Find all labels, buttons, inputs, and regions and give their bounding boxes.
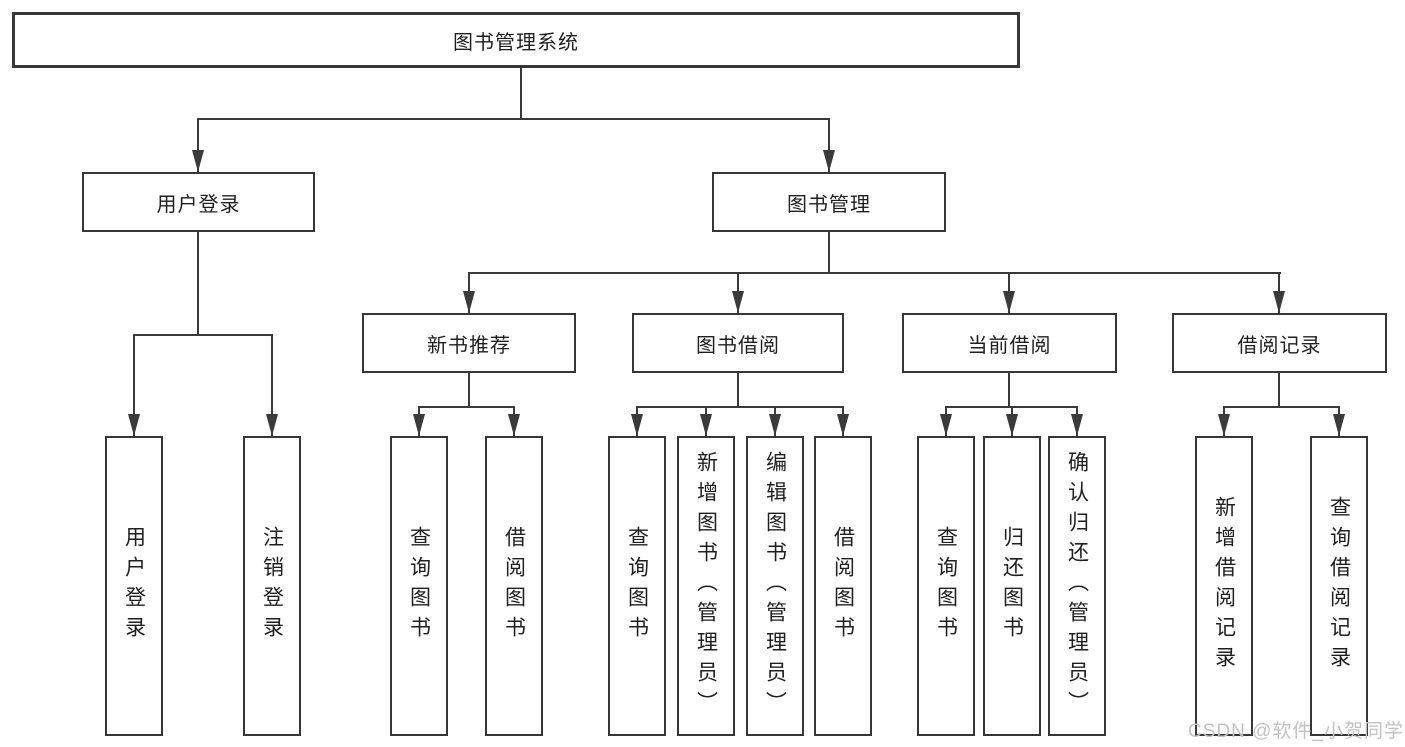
- arrowhead-down-icon: [940, 414, 952, 436]
- node-label: 当前借阅: [967, 334, 1052, 357]
- node-book-management: 图书管理: [712, 172, 946, 232]
- connector-line: [197, 118, 199, 172]
- node-new-book-recommend: 新书推荐: [362, 313, 576, 373]
- arrowhead-down-icon: [463, 291, 475, 313]
- csdn-watermark: CSDN @软件_小贺同学: [1188, 721, 1404, 742]
- leaf-query-books-recommend: 查询图书: [390, 436, 448, 736]
- arrowhead-down-icon: [837, 414, 849, 436]
- leaf-label: 借阅图书: [502, 526, 526, 646]
- node-label: 借阅记录: [1237, 334, 1322, 357]
- leaf-user-login: 用户登录: [105, 436, 163, 736]
- node-label: 用户登录: [156, 193, 241, 216]
- leaf-label: 注销登录: [260, 526, 284, 646]
- leaf-label: 新增借阅记录: [1212, 496, 1236, 676]
- leaf-borrow-books-recommend: 借阅图书: [485, 436, 543, 736]
- arrowhead-down-icon: [508, 414, 520, 436]
- connector-line: [636, 406, 844, 408]
- arrowhead-down-icon: [128, 414, 140, 436]
- arrowhead-down-icon: [192, 150, 204, 172]
- leaf-label: 查询图书: [934, 526, 958, 646]
- arrowhead-down-icon: [266, 414, 278, 436]
- leaf-confirm-return-admin: 确认归还（管理员）: [1048, 436, 1106, 736]
- arrowhead-down-icon: [769, 414, 781, 436]
- arrowhead-down-icon: [823, 150, 835, 172]
- connector-line: [737, 373, 739, 406]
- leaf-logout: 注销登录: [243, 436, 301, 736]
- arrowhead-down-icon: [631, 414, 643, 436]
- arrowhead-down-icon: [1333, 414, 1345, 436]
- leaf-query-borrow-record: 查询借阅记录: [1310, 436, 1368, 736]
- leaf-edit-book-admin: 编辑图书（管理员）: [746, 436, 804, 736]
- leaf-borrow-books: 借阅图书: [814, 436, 872, 736]
- leaf-query-books-current: 查询图书: [917, 436, 975, 736]
- arrowhead-down-icon: [700, 414, 712, 436]
- connector-line: [1008, 373, 1010, 406]
- leaf-label: 用户登录: [122, 526, 146, 646]
- leaf-label: 查询借阅记录: [1327, 496, 1351, 676]
- connector-line: [468, 373, 470, 406]
- leaf-return-books: 归还图书: [983, 436, 1041, 736]
- node-user-login: 用户登录: [82, 172, 315, 232]
- connector-line: [468, 272, 1281, 274]
- node-label: 图书管理: [787, 193, 871, 216]
- node-label: 图书借阅: [696, 334, 780, 357]
- arrowhead-down-icon: [1006, 414, 1018, 436]
- connector-line: [828, 232, 830, 272]
- leaf-add-book-admin: 新增图书（管理员）: [677, 436, 735, 736]
- node-book-borrow: 图书借阅: [632, 313, 844, 373]
- arrowhead-down-icon: [1273, 291, 1285, 313]
- arrowhead-down-icon: [1071, 414, 1083, 436]
- leaf-query-books-borrow: 查询图书: [608, 436, 666, 736]
- arrowhead-down-icon: [413, 414, 425, 436]
- arrowhead-down-icon: [1003, 291, 1015, 313]
- leaf-label: 借阅图书: [831, 526, 855, 646]
- leaf-add-borrow-record: 新增借阅记录: [1195, 436, 1253, 736]
- connector-line: [271, 334, 273, 436]
- node-label: 新书推荐: [427, 334, 511, 357]
- node-library-system: 图书管理系统: [12, 12, 1020, 68]
- connector-line: [828, 118, 830, 172]
- connector-line: [520, 68, 522, 120]
- leaf-label: 确认归还（管理员）: [1065, 451, 1089, 721]
- connector-line: [197, 118, 830, 120]
- node-current-borrow: 当前借阅: [902, 313, 1117, 373]
- leaf-label: 查询图书: [625, 526, 649, 646]
- node-borrow-records: 借阅记录: [1172, 313, 1387, 373]
- arrowhead-down-icon: [732, 291, 744, 313]
- connector-line: [1223, 406, 1340, 408]
- connector-line: [197, 232, 199, 334]
- leaf-label: 归还图书: [1000, 526, 1024, 646]
- connector-line: [1278, 373, 1280, 406]
- connector-line: [418, 406, 515, 408]
- arrowhead-down-icon: [1218, 414, 1230, 436]
- leaf-label: 查询图书: [407, 526, 431, 646]
- leaf-label: 新增图书（管理员）: [694, 451, 718, 721]
- connector-line: [133, 334, 135, 436]
- node-label: 图书管理系统: [453, 31, 579, 54]
- connector-line: [133, 334, 273, 336]
- leaf-label: 编辑图书（管理员）: [763, 451, 787, 721]
